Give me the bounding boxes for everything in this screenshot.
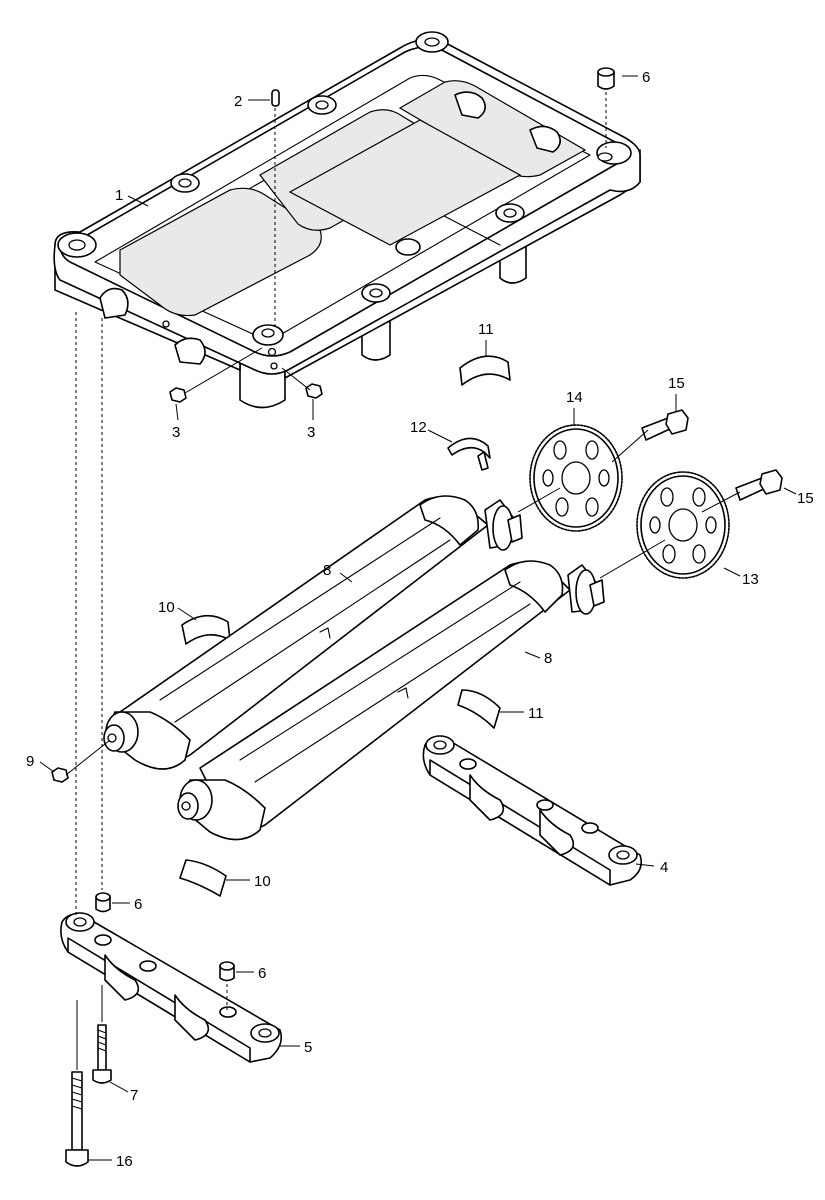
alignment-lines <box>65 92 741 1070</box>
callout-13: 13 <box>742 571 759 588</box>
callout-11-upper: 11 <box>478 321 494 338</box>
part-13-gear-lower <box>636 471 730 579</box>
part-6-dowel-left <box>95 892 111 913</box>
part-8-balancer-shaft-lower <box>177 560 605 841</box>
callout-labels: 1 2 3 3 4 5 6 6 6 7 8 8 9 10 10 11 11 12… <box>26 69 814 1170</box>
callout-4: 4 <box>660 859 668 876</box>
part-6-dowel-right <box>219 961 235 982</box>
part-14-gear-upper <box>529 424 623 532</box>
part-11-bearing-shell-upper <box>459 355 511 386</box>
callout-12: 12 <box>410 419 427 436</box>
callout-6-right: 6 <box>258 965 266 982</box>
part-11-bearing-shell-lower <box>457 689 501 729</box>
callout-15-upper: 15 <box>668 375 685 392</box>
callout-1: 1 <box>115 187 123 204</box>
part-4-bearing-cap <box>422 735 643 886</box>
callout-10-upper: 10 <box>158 599 175 616</box>
callout-3-left: 3 <box>172 424 180 441</box>
part-12-clip <box>447 437 491 471</box>
callout-15-lower: 15 <box>797 490 814 507</box>
part-3-plug-left <box>169 387 187 403</box>
part-16-long-bolt <box>65 1071 89 1167</box>
part-10-bearing-shell-lower <box>179 859 227 897</box>
part-5-bearing-cap <box>60 912 283 1063</box>
part-3-plug-right <box>305 383 323 399</box>
callout-16: 16 <box>116 1153 133 1170</box>
part-7-bolt <box>92 1024 112 1084</box>
callout-11-lower: 11 <box>528 705 544 722</box>
part-15-bolt-lower <box>735 469 783 501</box>
callout-7: 7 <box>130 1087 138 1104</box>
callout-3-right: 3 <box>307 424 315 441</box>
callout-leaders <box>39 75 797 1161</box>
part-6-dowel-top <box>597 67 615 90</box>
callout-10-lower: 10 <box>254 873 271 890</box>
part-8-balancer-shaft-upper <box>103 495 523 770</box>
callout-14: 14 <box>566 389 583 406</box>
callout-9: 9 <box>26 753 34 770</box>
part-2-pin <box>271 89 280 107</box>
part-1-frame-housing <box>53 31 641 409</box>
callout-8-upper: 8 <box>323 562 331 579</box>
part-15-bolt-upper <box>641 409 689 441</box>
callout-6-top: 6 <box>642 69 650 86</box>
callout-2: 2 <box>234 93 242 110</box>
callout-5: 5 <box>304 1039 312 1056</box>
callout-6-left: 6 <box>134 896 142 913</box>
callout-8-lower: 8 <box>544 650 552 667</box>
part-9-nut <box>51 767 69 783</box>
